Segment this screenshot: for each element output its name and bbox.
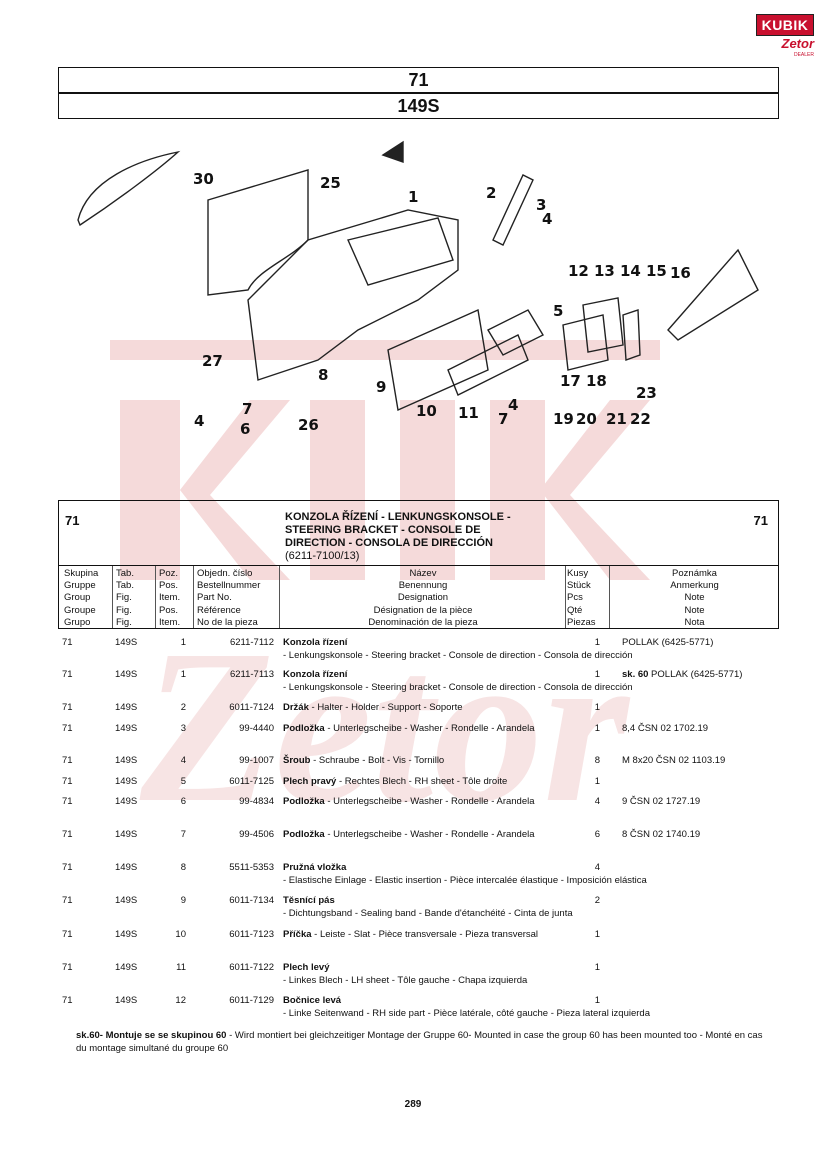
title-line: KONZOLA ŘÍZENÍ - LENKUNGSKONSOLE -: [285, 511, 511, 523]
direction-arrow-icon: [381, 140, 404, 163]
page-number: 289: [404, 1099, 422, 1110]
part-16-shape: [667, 248, 759, 341]
callout-4: 4: [542, 210, 552, 228]
callout-11: 11: [458, 404, 479, 422]
part-1-window: [347, 217, 454, 286]
section-header: 71 71 KONZOLA ŘÍZENÍ - LENKUNGSKONSOLE -…: [58, 500, 779, 629]
group-number-left: 71: [65, 513, 80, 528]
callout-6: 6: [240, 420, 250, 438]
callout-9: 9: [376, 378, 386, 396]
callout-16: 16: [670, 264, 691, 282]
part-5-shape: [487, 309, 544, 356]
footnote: sk.60- Montuje se se skupinou 60 - Wird …: [76, 1030, 763, 1054]
title-line: STEERING BRACKET - CONSOLE DE: [285, 524, 481, 536]
callout-4b: 4: [508, 396, 518, 414]
callout-20: 20: [576, 410, 597, 428]
callout-8: 8: [318, 366, 328, 384]
callout-5: 5: [553, 302, 563, 320]
callout-7b: 7: [498, 410, 508, 428]
exploded-parts-diagram: 30 25 1 2 3 4 12 13 14 15 16 5 27 8 9 10…: [77, 140, 759, 438]
figure-header: 149S: [58, 93, 779, 119]
callout-1: 1: [408, 188, 418, 206]
callout-4c: 4: [194, 412, 204, 430]
callout-7c: 7: [242, 400, 252, 418]
logo-tagline: DEALER: [793, 52, 814, 58]
callout-22: 22: [630, 410, 651, 428]
callout-19: 19: [553, 410, 574, 428]
callout-15: 15: [646, 262, 667, 280]
callout-25: 25: [320, 174, 341, 192]
col-poz: Poz.Pos.Item.Pos.Item.: [159, 568, 181, 628]
group-number-right: 71: [753, 513, 768, 528]
callout-27: 27: [202, 352, 223, 370]
part-11-shape: [447, 334, 529, 396]
logo-brand: KUBIK: [756, 14, 814, 36]
assembly-code: (6211-7100/13): [285, 550, 360, 562]
col-tab: Tab.Tab.Fig.Fig.Fig.: [116, 568, 134, 628]
brand-logo: KUBIK Zetor DEALER: [756, 14, 814, 60]
callout-3: 3: [536, 196, 546, 214]
callout-13: 13: [594, 262, 615, 280]
callout-30: 30: [193, 170, 214, 188]
part-13-shape: [582, 297, 624, 353]
part-12-shape: [562, 314, 609, 371]
callout-2: 2: [486, 184, 496, 202]
part-25-shape: [207, 169, 309, 296]
callout-21: 21: [606, 410, 627, 428]
callout-17: 17: [560, 372, 581, 390]
group-header: 71: [58, 67, 779, 93]
callout-14: 14: [620, 262, 641, 280]
title-line: DIRECTION - CONSOLA DE DIRECCIÓN: [285, 537, 493, 549]
section-title: KONZOLA ŘÍZENÍ - LENKUNGSKONSOLE - STEER…: [285, 511, 585, 563]
part-14-shape: [622, 309, 641, 361]
callout-23: 23: [636, 384, 657, 402]
logo-sub: Zetor: [781, 36, 815, 51]
callout-10: 10: [416, 402, 437, 420]
part-1-shape: [247, 209, 459, 381]
part-30-shape: [77, 150, 181, 227]
callout-18: 18: [586, 372, 607, 390]
callout-26: 26: [298, 416, 319, 434]
part-2-shape: [492, 174, 534, 246]
callout-12: 12: [568, 262, 589, 280]
part-10-shape: [387, 308, 489, 412]
